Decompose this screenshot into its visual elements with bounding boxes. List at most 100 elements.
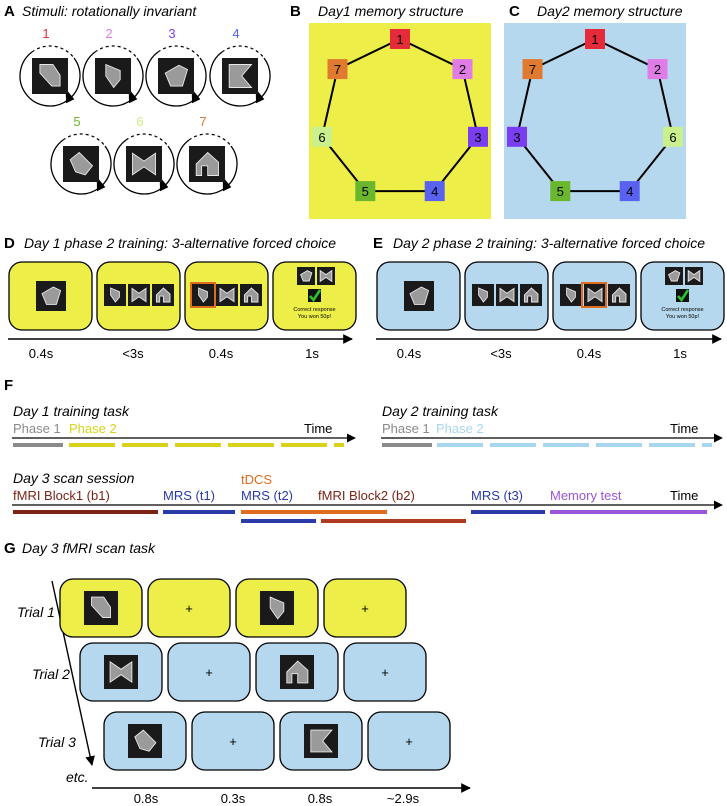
graph-node: 7 (522, 59, 543, 80)
trial-label: Trial 2 (32, 666, 70, 682)
stimulus-image (496, 284, 518, 306)
panel-b-letter: B (290, 3, 301, 20)
day1-phase1-bar (13, 443, 63, 447)
day1-training-title: Day 1 training task (13, 403, 130, 419)
mrs-t1-label: MRS (t1) (163, 488, 215, 503)
day2-phase2-bars (437, 443, 712, 447)
rotation-arc (176, 139, 238, 195)
day2-time-label: 0.4s (577, 346, 602, 361)
block1-bar (13, 510, 158, 514)
fixation-cross-icon: + (405, 734, 413, 749)
fixation-cross-icon: + (381, 665, 389, 680)
panel-e-title: Day 2 phase 2 training: 3-alternative fo… (393, 235, 705, 251)
graph-edges (515, 37, 675, 193)
rotation-arc (113, 139, 175, 195)
stimulus-image (222, 58, 258, 94)
trial-screen (376, 261, 461, 331)
day1-time-label: 1s (305, 346, 319, 361)
rotating-stimulus: 4 (209, 26, 271, 107)
panel-e-letter: E (373, 235, 383, 252)
feedback-text: Correct response (661, 307, 703, 313)
svg-text:4: 4 (431, 184, 438, 199)
scan-time-label: ~2.9s (387, 791, 420, 806)
stimulus-image (189, 146, 225, 182)
block2-bar (321, 519, 466, 523)
day2-time-axis-label: Time (670, 421, 698, 436)
mrs-t3-label: MRS (t3) (471, 488, 523, 503)
rotation-arc (82, 51, 144, 107)
panel-f: F Day 1 training task Phase 1 Phase 2 Ti… (4, 377, 723, 523)
trial-label: Trial 1 (17, 604, 55, 620)
phase2-segment (596, 443, 642, 447)
panel-c-letter: C (509, 3, 520, 20)
panel-a-letter: A (4, 3, 15, 20)
day2-phase2-label: Phase 2 (436, 421, 484, 436)
stimulus-number: 4 (232, 26, 239, 41)
day1-time-axis-label: Time (304, 421, 332, 436)
rotating-stimulus: 7 (176, 114, 238, 195)
svg-text:3: 3 (474, 130, 481, 145)
rotation-arc-dashed (125, 133, 169, 147)
graph-node: 7 (327, 59, 348, 80)
scan-screen: + (147, 578, 231, 638)
graph-edges (320, 37, 480, 193)
graph-node: 2 (452, 59, 473, 80)
scan-screen (255, 642, 339, 702)
graph-node: 5 (355, 181, 376, 202)
graph-node: 2 (647, 59, 668, 80)
stimulus-number: 2 (105, 26, 112, 41)
memory-test-label: Memory test (550, 488, 622, 503)
day3-session-title: Day 3 scan session (13, 470, 135, 486)
memory-test-bar (550, 510, 707, 514)
stimulus-image (260, 591, 294, 625)
trial-screen (464, 261, 549, 331)
day2-phase1-label: Phase 1 (382, 421, 430, 436)
scan-screen (279, 711, 363, 771)
fixation-cross-icon: + (229, 734, 237, 749)
stimulus-image (584, 284, 606, 306)
rotating-stimulus: 2 (82, 26, 144, 107)
phase2-segment (69, 443, 115, 447)
phase2-segment (490, 443, 536, 447)
scan-screen (79, 642, 163, 702)
graph-node: 5 (550, 181, 571, 202)
stimulus-image (520, 284, 542, 306)
stimulus-image (472, 284, 494, 306)
stimulus-image (304, 724, 338, 758)
stimulus-image (317, 267, 335, 285)
rotation-arc-dashed (94, 45, 138, 59)
stimulus-image (104, 655, 138, 689)
graph-node: 6 (312, 126, 332, 147)
day1-time-label: <3s (122, 346, 144, 361)
rotating-stimulus: 3 (145, 26, 207, 107)
rotation-arc (19, 51, 81, 107)
stimulus-image (192, 284, 214, 306)
trial-sequence-arrow (51, 580, 95, 766)
scan-screen: + (343, 642, 427, 702)
trial-screen (184, 261, 269, 331)
stimulus-number: 3 (168, 26, 175, 41)
tdcs-label: tDCS (241, 472, 272, 487)
graph-node: 3 (468, 126, 488, 147)
rotating-stimulus: 6 (113, 114, 175, 195)
stimulus-image (560, 284, 582, 306)
svg-text:4: 4 (626, 184, 633, 199)
svg-text:5: 5 (557, 184, 564, 199)
panel-e: E Day 2 phase 2 training: 3-alternative … (373, 235, 725, 361)
scan-time-label: 0.8s (134, 791, 159, 806)
stimulus-image (95, 58, 131, 94)
svg-text:6: 6 (669, 130, 676, 145)
rotating-stimulus: 1 (19, 26, 81, 107)
panel-b-background (309, 23, 491, 219)
stimulus-image (104, 284, 126, 306)
graph-node: 1 (585, 29, 605, 49)
day1-phase1-label: Phase 1 (13, 421, 61, 436)
day1-time-label: 0.4s (209, 346, 234, 361)
panel-d-title: Day 1 phase 2 training: 3-alternative fo… (24, 235, 336, 251)
panel-f-letter: F (4, 377, 13, 394)
stimulus-image (608, 284, 630, 306)
